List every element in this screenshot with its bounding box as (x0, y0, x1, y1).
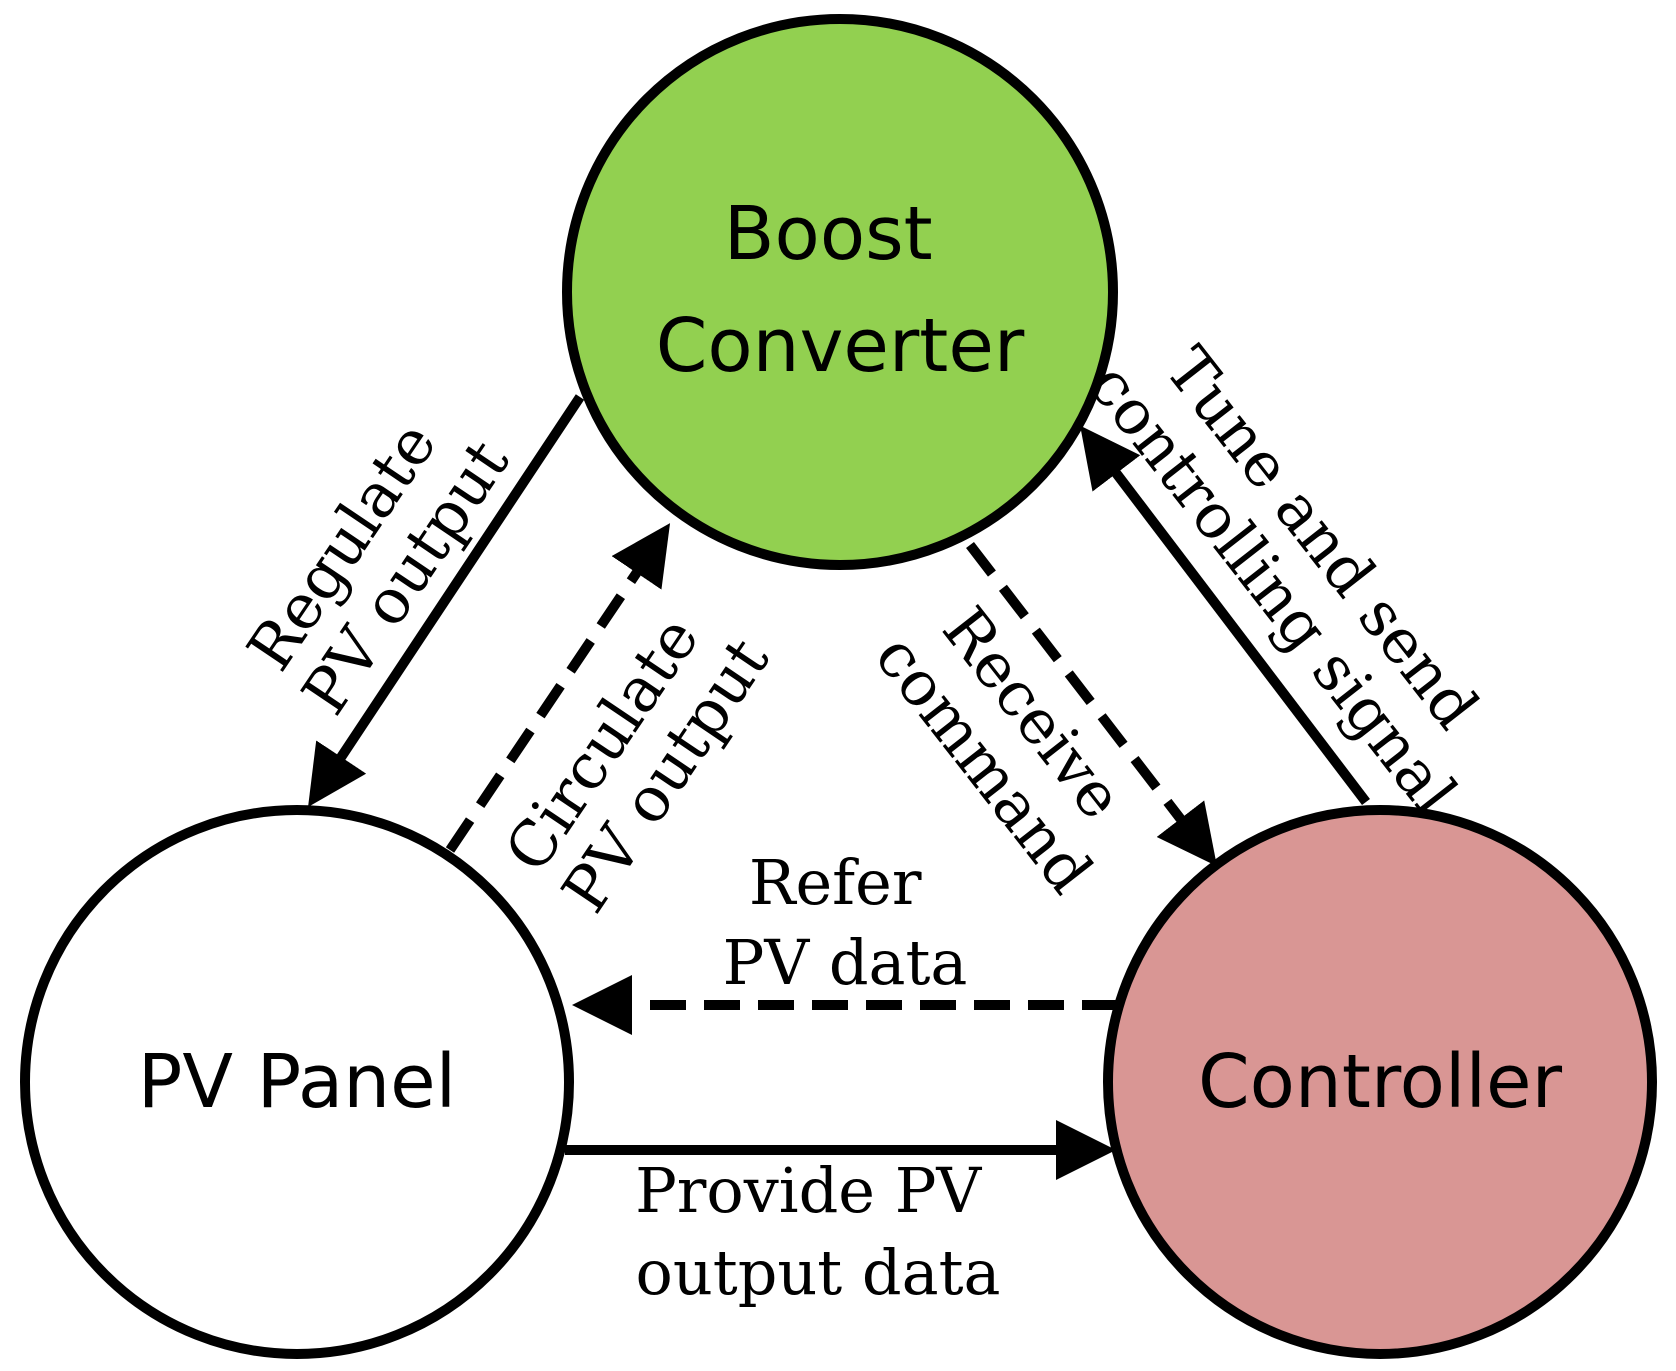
boost-converter-node: Boost Converter (562, 14, 1118, 570)
controller-circle (1103, 805, 1657, 1359)
receive-arrow (966, 541, 1217, 867)
boost-converter-label: Boost Converter (656, 191, 1025, 389)
controller-label: Controller (1198, 1039, 1563, 1125)
circulate-label: Circulate PV output (490, 586, 784, 925)
circulate-arrow (445, 523, 671, 853)
boost-converter-circle (562, 14, 1118, 570)
provide-label: Provide PV output data (635, 1154, 1001, 1309)
controller-node: Controller (1103, 805, 1657, 1359)
pv-panel-node: PV Panel (20, 805, 574, 1359)
regulate-arrow (308, 394, 585, 808)
tune-arrow (1080, 425, 1370, 806)
pv-panel-circle (20, 805, 574, 1359)
refer-label: Refer PV data (723, 846, 968, 999)
tune-label: Tune and send controlling signal (1075, 306, 1527, 828)
pv-panel-label: PV Panel (138, 1039, 456, 1125)
